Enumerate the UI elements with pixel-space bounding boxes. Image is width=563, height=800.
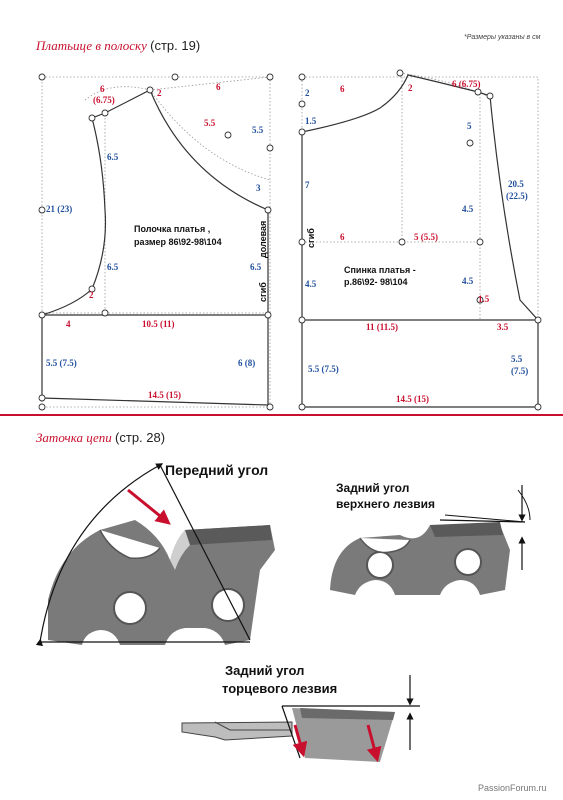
chain-section-title: Заточка цепи (стр. 28) <box>36 430 165 446</box>
back-waist-width: 11 (11.5) <box>366 322 398 332</box>
front-armhole-lower: 6.5 <box>107 262 119 272</box>
back-pattern: 2 6 2 6 (6.75) 1.5 5 7 20.5 (22.5) 4.5 6… <box>298 69 542 411</box>
back-shoulder: 6 (6.75) <box>452 79 481 89</box>
size-note: *Размеры указаны в см <box>464 34 541 41</box>
dress-section-title: Платьице в полоску (стр. 19) <box>36 38 200 54</box>
front-caption-1: Полочка платья , <box>134 224 210 234</box>
back-right-45a: 4.5 <box>462 204 474 214</box>
back-skirt-right-a: 5.5 <box>511 354 523 364</box>
back-neck-2: 2 <box>408 83 413 93</box>
front-grain-label: долевая <box>258 221 268 258</box>
front-waist-width: 10.5 (11) <box>142 319 175 329</box>
back-left-7: 7 <box>305 180 310 190</box>
back-fold-label: сгиб <box>306 228 316 248</box>
back-right-5: 5 <box>467 121 472 131</box>
dress-page-ref: (стр. 19) <box>150 38 201 53</box>
front-armhole-upper: 6.5 <box>107 152 119 162</box>
front-height: 21 (23) <box>46 204 72 214</box>
side-plate-angle-label-1: Задний угол <box>225 663 304 678</box>
back-mid-55: 5 (5.5) <box>414 232 438 242</box>
back-left-2: 2 <box>305 88 310 98</box>
back-armhole-b: (22.5) <box>506 191 528 201</box>
rake-angle-label: Передний угол <box>165 462 268 478</box>
back-outline <box>301 74 539 408</box>
back-top-6: 6 <box>340 84 345 94</box>
front-pattern: 6 (6.75) 2 6 5.5 5.5 3 6.5 6.5 6.5 21 (2… <box>38 73 274 411</box>
dress-patterns: .dot { stroke:#999; stroke-dasharray:1.5… <box>38 69 542 411</box>
back-skirt-left: 5.5 (7.5) <box>308 364 339 374</box>
chain-diagrams: .lbl { font-family:"Liberation Sans", sa… <box>35 462 531 763</box>
front-right-3: 3 <box>256 183 261 193</box>
back-underarm: 1.5 <box>478 294 490 304</box>
top-plate-angle-label-2: верхнего лезвия <box>336 497 435 511</box>
back-armhole: 20.5 <box>508 179 524 189</box>
front-underarm: 2 <box>89 290 94 300</box>
back-right-35: 3.5 <box>497 322 509 332</box>
top-plate-angle-label-1: Задний угол <box>336 481 409 495</box>
side-plate-angle-label-2: торцевого лезвия <box>222 681 337 696</box>
back-right-45b: 4.5 <box>462 276 474 286</box>
front-right-lower: 6.5 <box>250 262 262 272</box>
dress-title: Платьице в полоску <box>36 38 147 53</box>
front-neck-right: 5.5 <box>252 125 264 135</box>
front-waist-left: 4 <box>66 319 71 329</box>
front-shoulder-b: (6.75) <box>93 95 115 105</box>
back-left-15: 1.5 <box>305 116 317 126</box>
back-caption-1: Спинка платья - <box>344 265 416 275</box>
front-skirt-right: 6 (8) <box>238 358 255 368</box>
back-skirt-right-b: (7.5) <box>511 366 528 376</box>
front-skirt-left: 5.5 (7.5) <box>46 358 77 368</box>
front-frame <box>41 76 271 408</box>
back-mid-6: 6 <box>340 232 345 242</box>
front-shoulder-a: 6 <box>100 84 105 94</box>
chain-page-ref: (стр. 28) <box>115 430 166 445</box>
chain-title: Заточка цепи <box>36 430 112 445</box>
section-divider <box>0 414 563 416</box>
back-hem: 14.5 (15) <box>396 394 429 404</box>
cutter-top-plate <box>330 485 531 595</box>
back-caption-2: р.86\92- 98\104 <box>344 277 408 287</box>
front-hem: 14.5 (15) <box>148 390 181 400</box>
watermark: PassionForum.ru <box>478 783 547 793</box>
front-neck-offset: 2 <box>157 88 162 98</box>
front-caption-2: размер 86\92-98\104 <box>134 237 222 247</box>
front-top-width: 6 <box>216 82 221 92</box>
cutter-rake <box>35 463 275 647</box>
front-fold-label: сгиб <box>258 282 268 302</box>
cutter-side-plate <box>181 675 420 763</box>
front-neck-depth: 5.5 <box>204 118 216 128</box>
back-left-45: 4.5 <box>305 279 317 289</box>
